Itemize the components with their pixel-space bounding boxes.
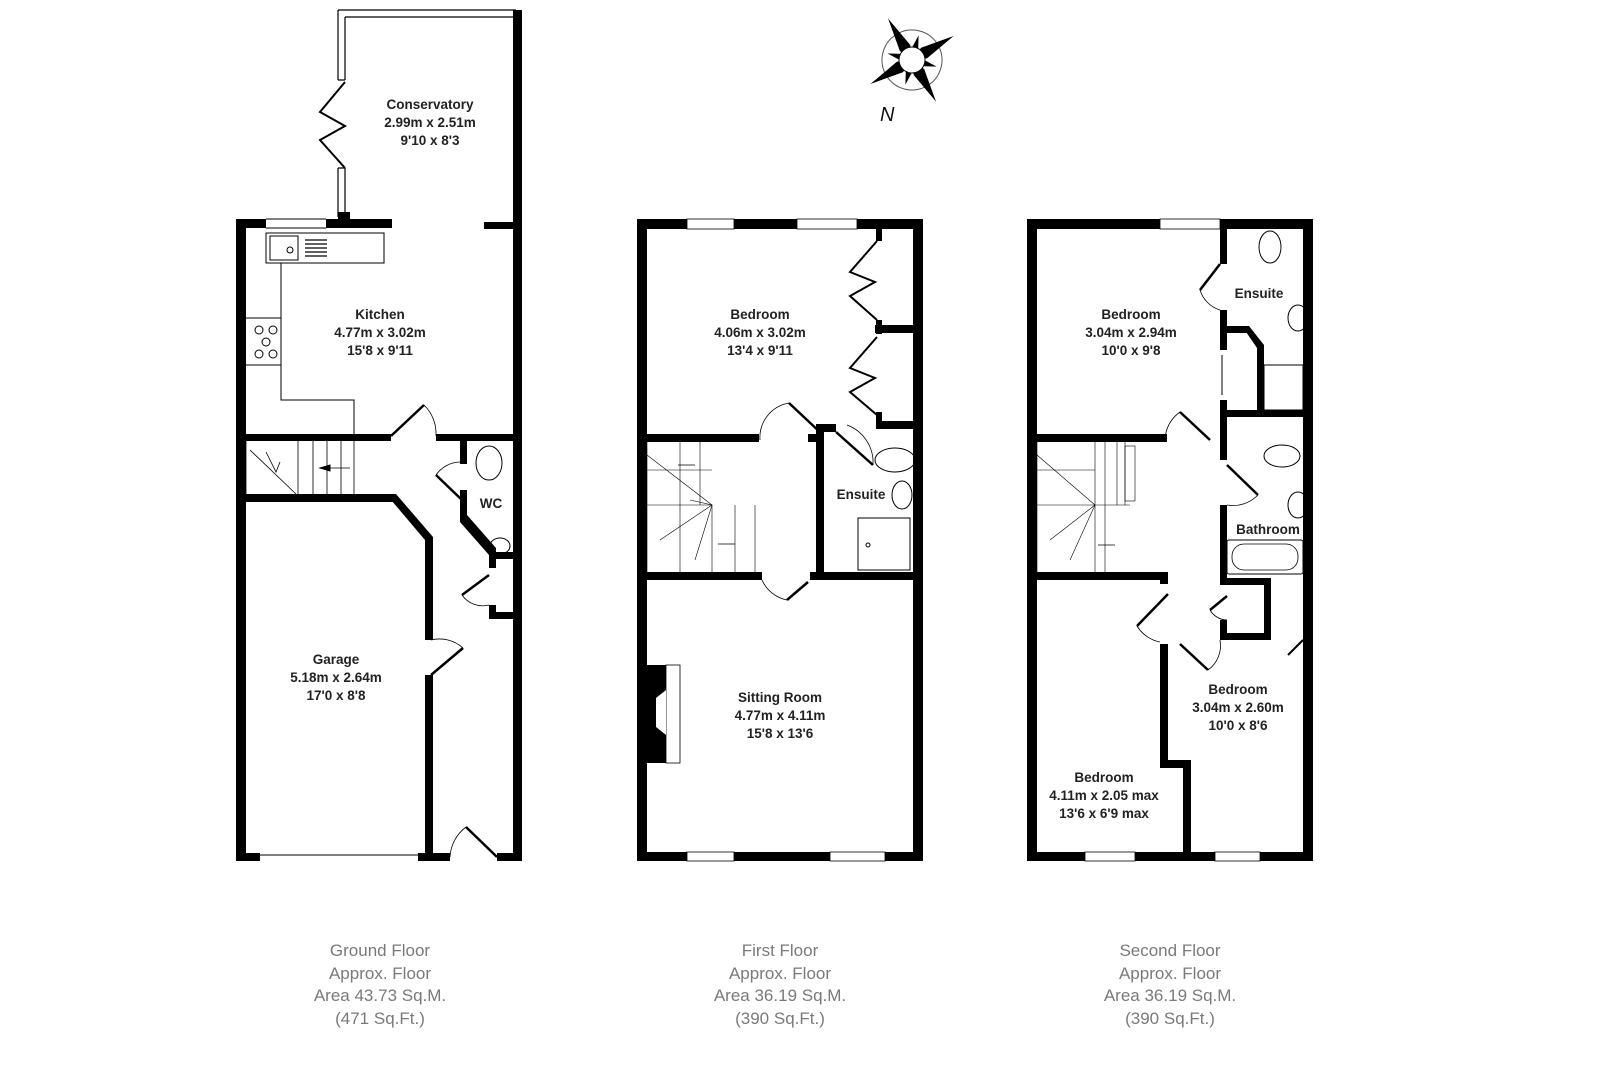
floor-area-line3: (390 Sq.Ft.) xyxy=(1125,1008,1215,1028)
room-name: Bedroom xyxy=(1208,682,1268,697)
second-floor-fixtures xyxy=(1036,218,1309,862)
room-imperial: 13'6 x 6'9 max xyxy=(1059,806,1149,821)
floor-area-line3: (471 Sq.Ft.) xyxy=(335,1008,425,1028)
room-metric: 5.18m x 2.64m xyxy=(290,670,382,685)
room-label-bathroom: Bathroom xyxy=(1236,521,1300,539)
room-label-sitting-room: Sitting Room 4.77m x 4.11m 15'8 x 13'6 xyxy=(735,689,826,743)
floor-name: Second Floor xyxy=(1119,941,1221,960)
ground-floor-walls xyxy=(236,9,522,861)
room-label-bedroom-2: Bedroom 3.04m x 2.94m 10'0 x 9'8 xyxy=(1085,306,1177,360)
room-metric: 4.11m x 2.05 max xyxy=(1049,788,1159,803)
room-label-bedroom-3: Bedroom 3.04m x 2.60m 10'0 x 8'6 xyxy=(1192,681,1284,735)
room-imperial: 15'8 x 13'6 xyxy=(746,726,814,741)
room-name: Bedroom xyxy=(1101,307,1161,322)
room-label-kitchen: Kitchen 4.77m x 3.02m 15'8 x 9'11 xyxy=(334,306,426,360)
room-label-wc: WC xyxy=(480,495,503,513)
first-floor-fixtures xyxy=(646,218,916,862)
room-label-bedroom-1: Bedroom 4.06m x 3.02m 13'4 x 9'11 xyxy=(714,306,806,360)
room-label-garage: Garage 5.18m x 2.64m 17'0 x 8'8 xyxy=(290,651,382,705)
room-imperial: 9'10 x 8'3 xyxy=(400,133,460,148)
room-label-conservatory: Conservatory 2.99m x 2.51m 9'10 x 8'3 xyxy=(384,96,476,150)
room-imperial: 10'0 x 8'6 xyxy=(1208,718,1268,733)
room-name: Sitting Room xyxy=(737,690,822,705)
room-imperial: 10'0 x 9'8 xyxy=(1101,343,1161,358)
room-label-ensuite-2: Ensuite xyxy=(1235,285,1284,303)
room-label-ensuite-1: Ensuite xyxy=(837,486,886,504)
compass-rose-icon xyxy=(870,18,954,102)
floor-caption-first: First Floor Approx. Floor Area 36.19 Sq.… xyxy=(714,940,846,1030)
room-metric: 4.77m x 3.02m xyxy=(334,325,426,340)
room-imperial: 17'0 x 8'8 xyxy=(306,688,366,703)
room-name: Garage xyxy=(312,652,360,667)
first-floor-walls xyxy=(637,219,923,861)
floor-caption-second: Second Floor Approx. Floor Area 36.19 Sq… xyxy=(1104,940,1236,1030)
room-metric: 3.04m x 2.60m xyxy=(1192,700,1284,715)
room-name: Kitchen xyxy=(355,307,405,322)
floor-area-line2: Area 36.19 Sq.M. xyxy=(713,986,847,1005)
floor-area-line1: Approx. Floor xyxy=(328,963,432,983)
floor-name: Ground Floor xyxy=(329,941,431,960)
room-metric: 4.06m x 3.02m xyxy=(714,325,806,340)
floor-area-line3: (390 Sq.Ft.) xyxy=(735,1008,825,1028)
room-name: Ensuite xyxy=(836,487,886,502)
room-name: Conservatory xyxy=(386,97,474,112)
floor-area-line1: Approx. Floor xyxy=(1118,963,1222,983)
room-metric: 3.04m x 2.94m xyxy=(1085,325,1177,340)
room-name: WC xyxy=(479,496,503,511)
floor-name: First Floor xyxy=(741,941,819,960)
ground-floor-fixtures xyxy=(245,81,511,858)
floor-caption-ground: Ground Floor Approx. Floor Area 43.73 Sq… xyxy=(314,940,446,1030)
room-label-bedroom-4: Bedroom 4.11m x 2.05 max 13'6 x 6'9 max xyxy=(1049,769,1159,823)
room-name: Bathroom xyxy=(1236,522,1300,537)
room-name: Bedroom xyxy=(1074,770,1134,785)
room-metric: 2.99m x 2.51m xyxy=(384,115,476,130)
floor-area-line2: Area 36.19 Sq.M. xyxy=(1103,986,1237,1005)
floor-area-line1: Approx. Floor xyxy=(728,963,832,983)
room-name: Bedroom xyxy=(730,307,790,322)
room-metric: 4.77m x 4.11m xyxy=(734,708,826,723)
room-imperial: 15'8 x 9'11 xyxy=(347,343,413,358)
room-imperial: 13'4 x 9'11 xyxy=(727,343,793,358)
floor-area-line2: Area 43.73 Sq.M. xyxy=(313,986,447,1005)
compass-north-label: N xyxy=(880,104,895,126)
room-name: Ensuite xyxy=(1234,286,1284,301)
